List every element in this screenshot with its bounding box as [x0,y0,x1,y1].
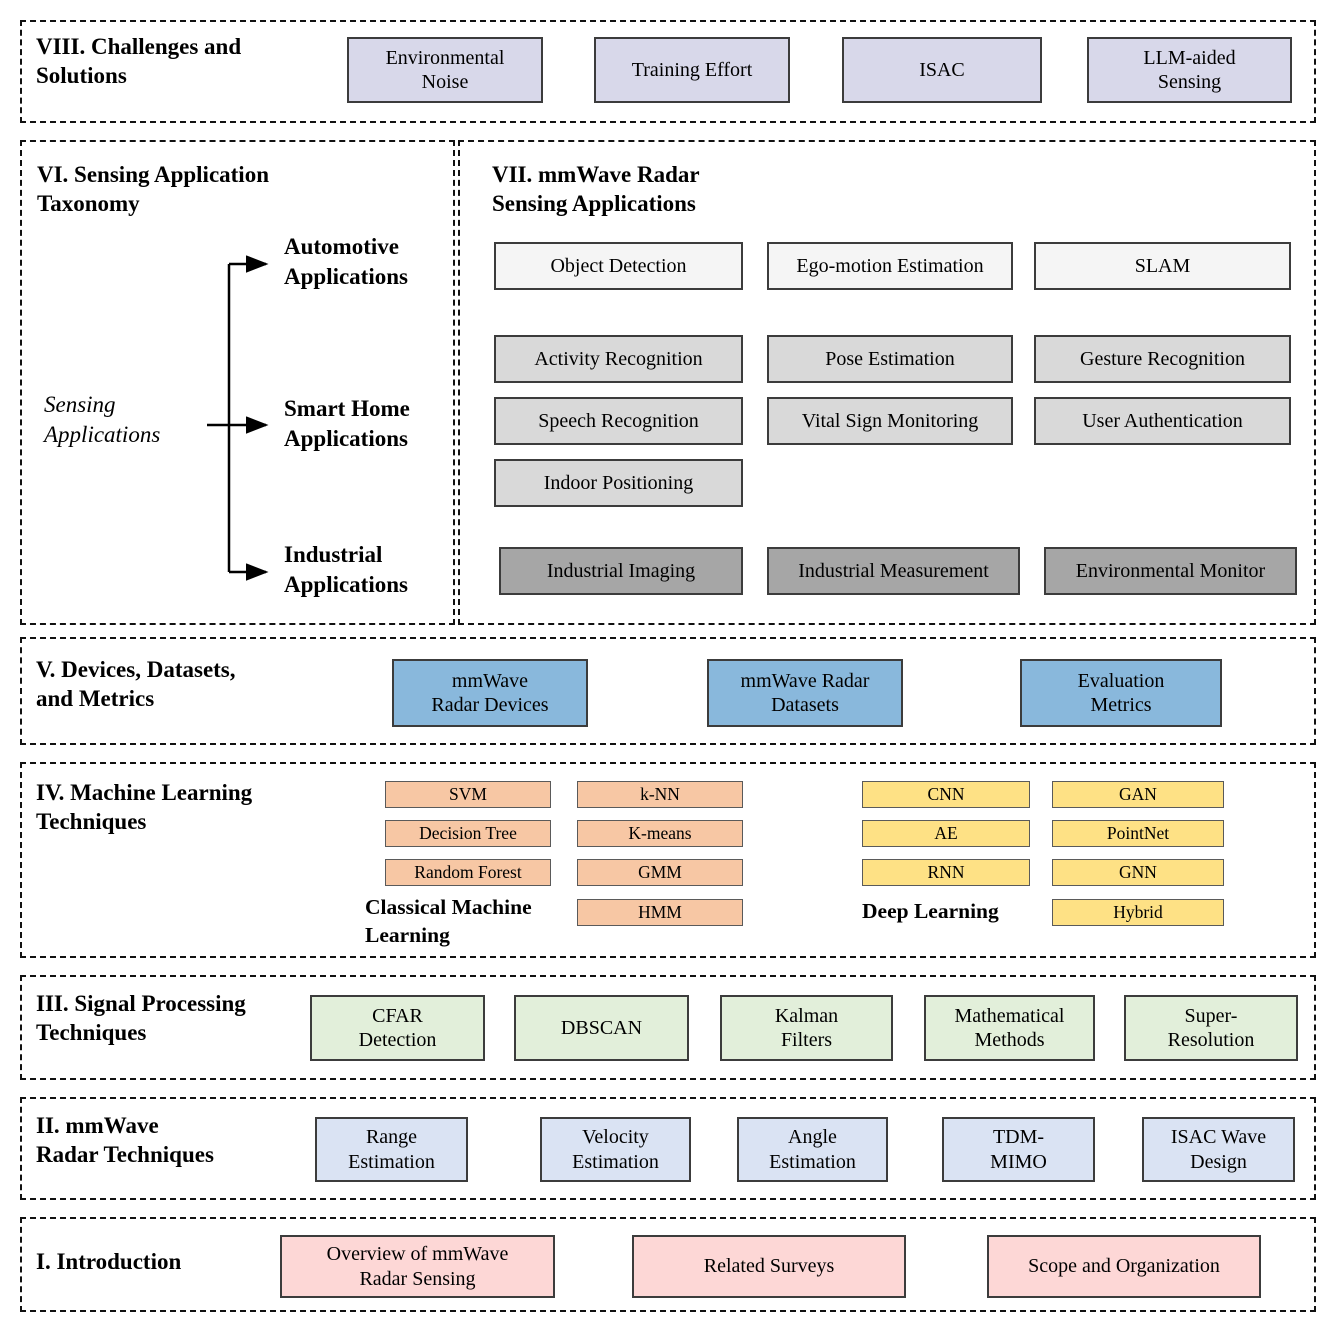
radar-box-isac-wave-design: ISAC Wave Design [1142,1117,1295,1182]
intro-box-related-surveys: Related Surveys [632,1235,906,1298]
ml-box-hybrid: Hybrid [1052,899,1224,926]
section-signal-processing: III. Signal Processing Techniques CFAR D… [20,975,1316,1080]
radar-box-angle-estimation: Angle Estimation [737,1117,888,1182]
ml-box-svm: SVM [385,781,551,808]
challenge-box-llm-aided-sensing: LLM-aided Sensing [1087,37,1292,103]
section-challenges-title: VIII. Challenges and Solutions [36,34,242,89]
ml-box-gnn: GNN [1052,859,1224,886]
section-challenges: VIII. Challenges and Solutions Environme… [20,20,1316,123]
branch-automotive-applications: Automotive Applications [284,234,408,289]
app-box-speech-recognition: Speech Recognition [494,397,743,445]
section-taxonomy-title: VI. Sensing Application Taxonomy [37,162,269,217]
section-taxonomy: VI. Sensing Application Taxonomy Sensing… [20,140,455,625]
signal-box-dbscan: DBSCAN [514,995,689,1061]
ml-box-gmm: GMM [577,859,743,886]
section-introduction: I. Introduction Overview of mmWave Radar… [20,1217,1316,1312]
ml-box-hmm: HMM [577,899,743,926]
signal-box-mathematical-methods: Mathematical Methods [924,995,1095,1061]
challenge-box-isac: ISAC [842,37,1042,103]
app-box-ego-motion-estimation: Ego-motion Estimation [767,242,1013,290]
intro-box-overview: Overview of mmWave Radar Sensing [280,1235,555,1298]
app-box-environmental-monitor: Environmental Monitor [1044,547,1297,595]
section-machine-learning: IV. Machine Learning Techniques SVM Deci… [20,762,1316,958]
section-devices-datasets-metrics: V. Devices, Datasets, and Metrics mmWave… [20,637,1316,745]
section-signal-title: III. Signal Processing Techniques [36,991,246,1046]
devices-box-evaluation-metrics: Evaluation Metrics [1020,659,1222,727]
app-box-indoor-positioning: Indoor Positioning [494,459,743,507]
app-box-user-authentication: User Authentication [1034,397,1291,445]
signal-box-super-resolution: Super- Resolution [1124,995,1298,1061]
devices-box-radar-devices: mmWave Radar Devices [392,659,588,727]
section-radar-techniques: II. mmWave Radar Techniques Range Estima… [20,1097,1316,1200]
section-radar-title: II. mmWave Radar Techniques [36,1113,214,1168]
ml-box-knn: k-NN [577,781,743,808]
intro-box-scope-organization: Scope and Organization [987,1235,1261,1298]
deep-learning-label: Deep Learning [862,899,999,923]
classical-ml-label: Classical Machine Learning [365,895,532,947]
app-box-pose-estimation: Pose Estimation [767,335,1013,383]
ml-box-decision-tree: Decision Tree [385,820,551,847]
radar-box-tdm-mimo: TDM- MIMO [942,1117,1095,1182]
ml-box-pointnet: PointNet [1052,820,1224,847]
radar-box-velocity-estimation: Velocity Estimation [540,1117,691,1182]
ml-box-random-forest: Random Forest [385,859,551,886]
signal-box-kalman-filters: Kalman Filters [720,995,893,1061]
section-intro-title: I. Introduction [36,1249,182,1274]
taxonomy-arrows [207,255,269,581]
taxonomy-root-label: Sensing Applications [44,392,161,447]
app-box-activity-recognition: Activity Recognition [494,335,743,383]
app-box-industrial-imaging: Industrial Imaging [499,547,743,595]
signal-box-cfar-detection: CFAR Detection [310,995,485,1061]
branch-smart-home-applications: Smart Home Applications [284,396,410,451]
branch-industrial-applications: Industrial Applications [284,542,408,597]
app-box-slam: SLAM [1034,242,1291,290]
ml-box-gan: GAN [1052,781,1224,808]
section-devices-title: V. Devices, Datasets, and Metrics [36,657,236,712]
ml-box-cnn: CNN [862,781,1030,808]
app-box-vital-sign-monitoring: Vital Sign Monitoring [767,397,1013,445]
app-box-gesture-recognition: Gesture Recognition [1034,335,1291,383]
section-sensing-applications: VII. mmWave Radar Sensing Applications O… [458,140,1316,625]
app-box-industrial-measurement: Industrial Measurement [767,547,1020,595]
section-sensing-applications-title: VII. mmWave Radar Sensing Applications [492,162,700,217]
challenge-box-training-effort: Training Effort [594,37,790,103]
challenge-box-environmental-noise: Environmental Noise [347,37,543,103]
ml-box-ae: AE [862,820,1030,847]
radar-box-range-estimation: Range Estimation [315,1117,468,1182]
ml-box-rnn: RNN [862,859,1030,886]
devices-box-radar-datasets: mmWave Radar Datasets [707,659,903,727]
section-ml-title: IV. Machine Learning Techniques [36,780,253,835]
ml-box-kmeans: K-means [577,820,743,847]
app-box-object-detection: Object Detection [494,242,743,290]
